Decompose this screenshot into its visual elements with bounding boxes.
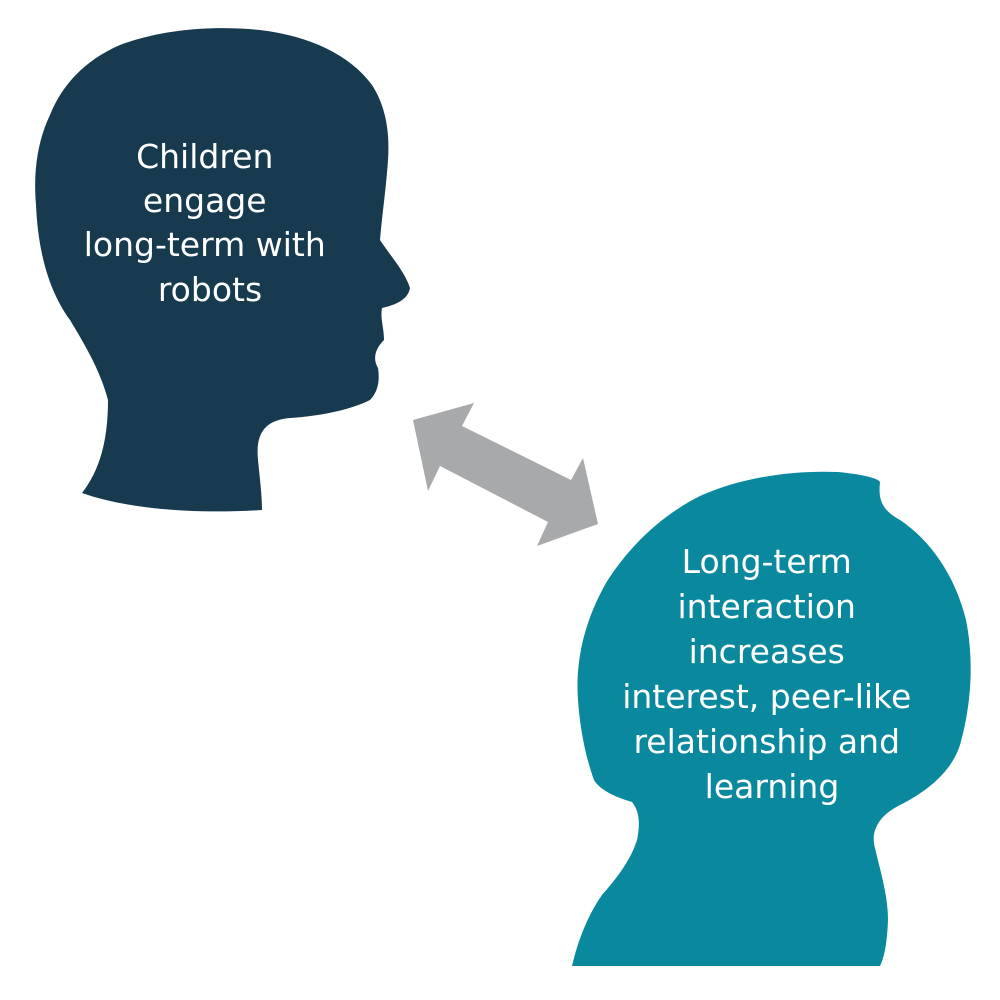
robot-head-line: interaction	[678, 587, 856, 626]
child-head-line: robots	[158, 270, 262, 309]
robot-head-line: relationship and	[633, 722, 900, 761]
robot-head-line: interest, peer-like	[622, 677, 911, 716]
robot-head-line: Long-term	[682, 542, 852, 581]
child-head-line: engage	[143, 181, 267, 220]
robot-head-silhouette-icon	[572, 471, 971, 966]
child-head-text: Children engage long-term with robots	[84, 137, 337, 309]
child-head-line: Children	[136, 137, 273, 176]
robot-head-line: learning	[705, 767, 840, 806]
child-head-silhouette-icon	[35, 28, 411, 512]
robot-head-text: Long-term interaction increases interest…	[622, 542, 922, 806]
double-headed-arrow-icon	[413, 403, 598, 546]
robot-head-line: increases	[689, 632, 845, 671]
child-head-line: long-term with	[84, 225, 326, 264]
